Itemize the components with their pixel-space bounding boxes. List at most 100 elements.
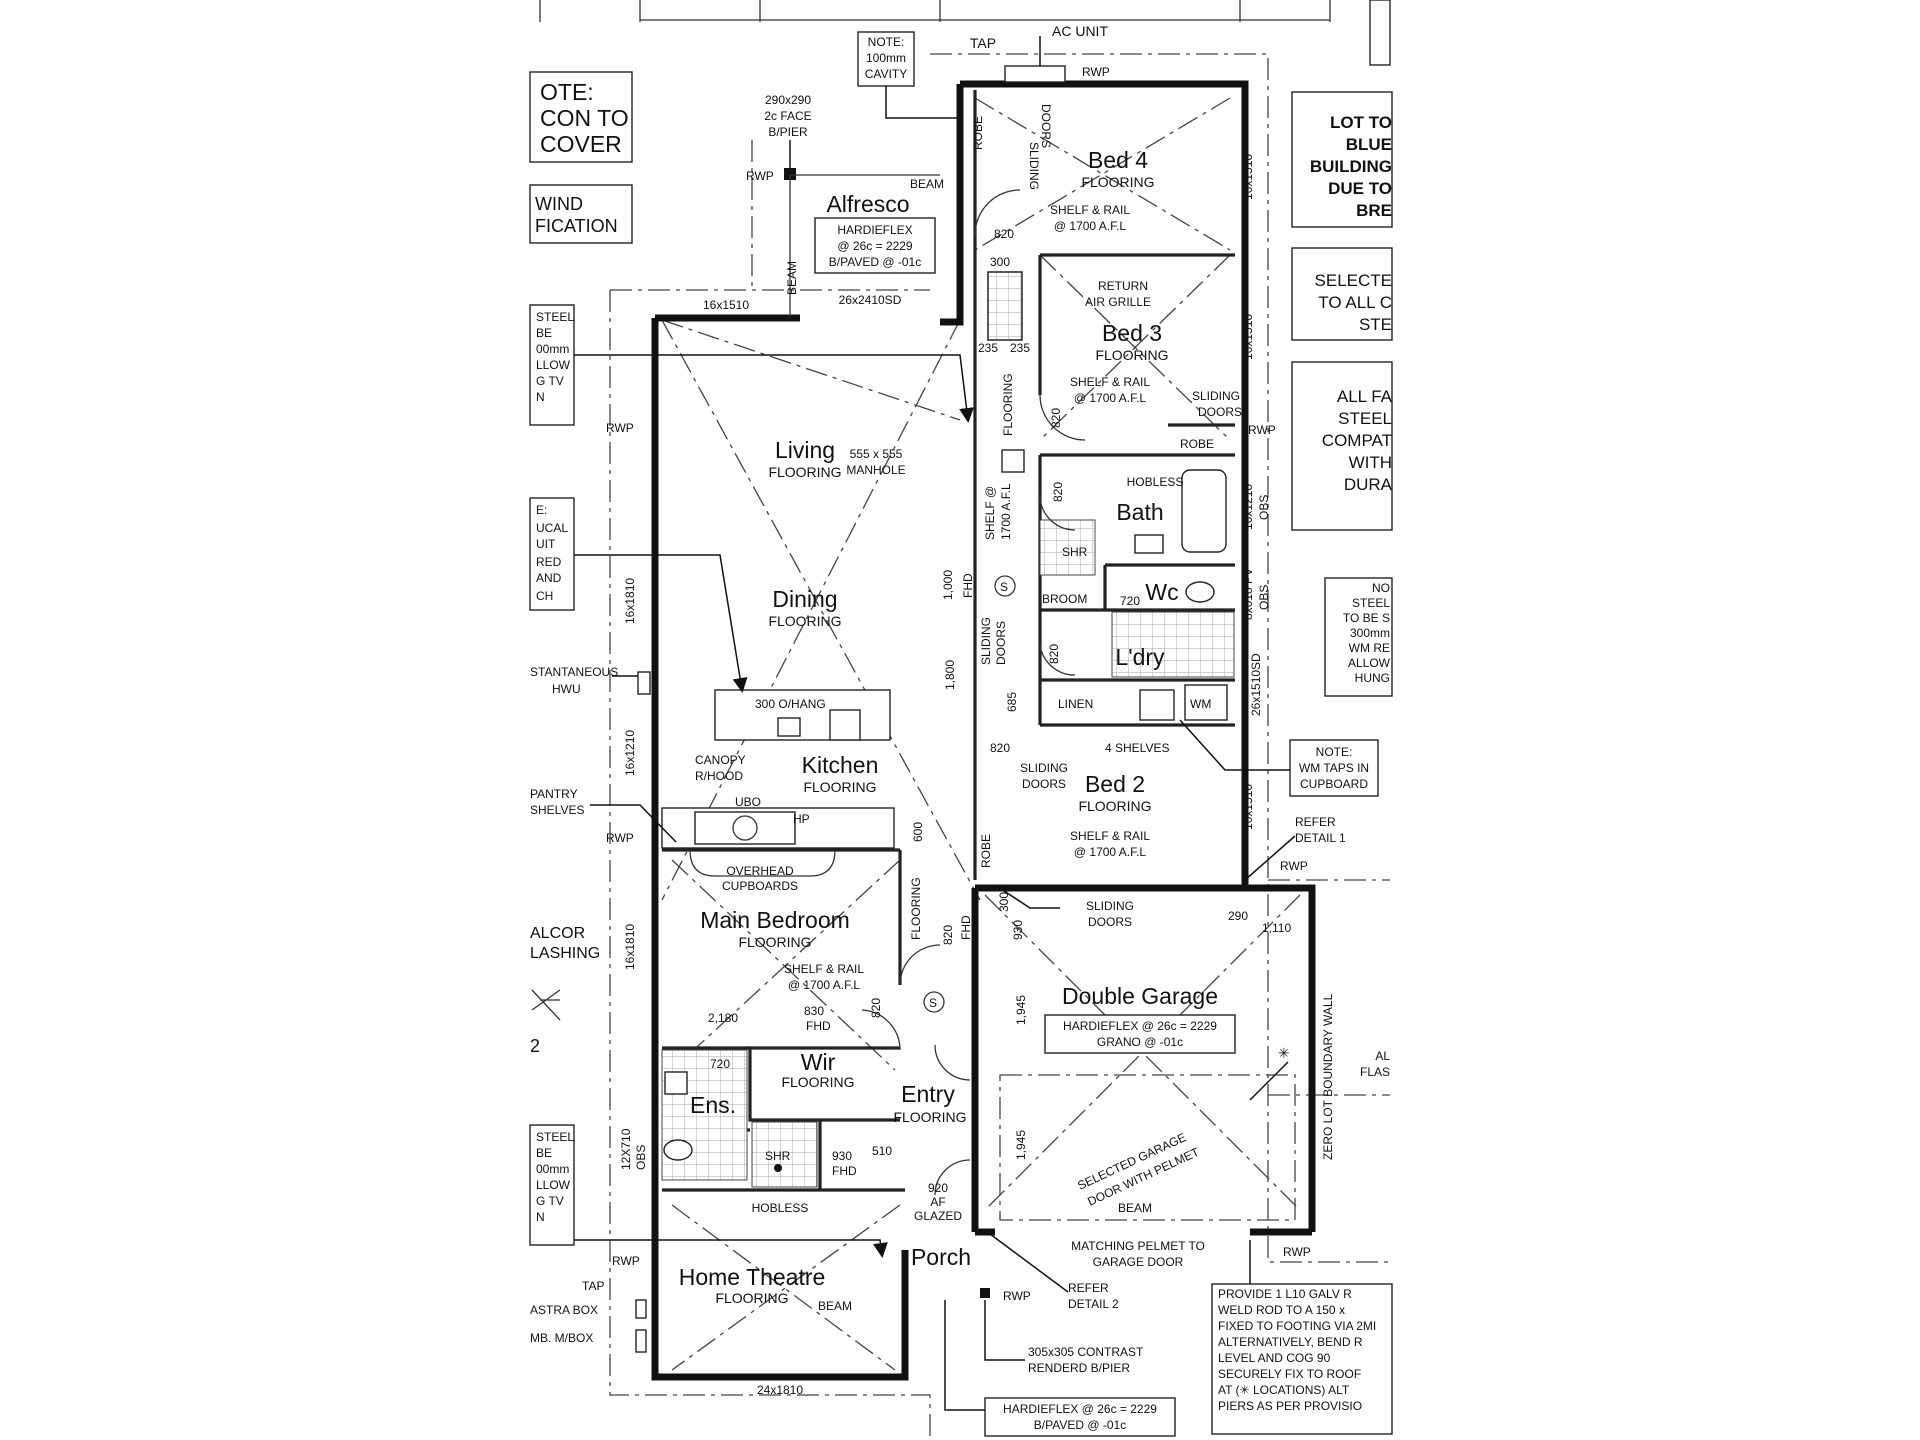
toilet-icon xyxy=(1185,581,1215,603)
win-26x1510sd: 26x1510SD xyxy=(1249,653,1263,716)
robe-bed3-label: ROBE xyxy=(1180,437,1214,451)
bed4-shelf-2: @ 1700 A.F.L xyxy=(1054,219,1127,233)
room-bed3-floor: FLOORING xyxy=(1095,347,1168,363)
trough-icon xyxy=(1139,689,1175,721)
dim-fhd-2: FHD xyxy=(959,915,973,940)
kitchen-island xyxy=(714,689,891,741)
garage-spec-2: GRANO @ -01c xyxy=(1097,1035,1183,1049)
rwp-porch: RWP xyxy=(1003,1289,1031,1303)
dim-820-bed3: 820 xyxy=(1049,408,1063,428)
dim-2180: 2,180 xyxy=(708,1011,738,1025)
kitchen-fittings xyxy=(661,689,895,877)
room-bed4-floor: FLOORING xyxy=(1081,174,1154,190)
room-ldry-name: L'dry xyxy=(1115,644,1165,670)
left-note1-2: CON TO xyxy=(540,105,629,131)
galv-note-5: LEVEL AND COG 90 xyxy=(1218,1351,1331,1365)
bed3-sliding-1: SLIDING xyxy=(1192,389,1240,403)
dim-510: 510 xyxy=(872,1144,892,1158)
garage-sliding-1: SLIDING xyxy=(1086,899,1134,913)
room-diagonals xyxy=(661,97,1301,1371)
room-bed2-name: Bed 2 xyxy=(1085,771,1145,797)
win-16x1210-bath: 16x1210 xyxy=(1241,484,1255,530)
door-swings xyxy=(861,189,1086,1196)
right-steel-3: TO BE S xyxy=(1343,611,1390,625)
left-steel2-1: STEEL xyxy=(536,1130,574,1144)
dim-300-grille: 300 xyxy=(990,255,1010,269)
room-living-floor: FLOORING xyxy=(768,464,841,480)
room-wc-name: Wc xyxy=(1145,579,1178,605)
svg-text:S: S xyxy=(1000,580,1008,594)
return-air-1: RETURN xyxy=(1098,279,1148,293)
right-lot-1: LOT TO xyxy=(1330,113,1392,132)
dim-820-bed2: 820 xyxy=(990,741,1010,755)
room-entry-name: Entry xyxy=(901,1081,955,1107)
sliding-door-top-label: 26x2410SD xyxy=(839,293,902,307)
four-shelves-label: 4 SHELVES xyxy=(1105,741,1169,755)
galv-note-7: AT (✳ LOCATIONS) ALT xyxy=(1218,1383,1350,1397)
room-home-theatre-floor: FLOORING xyxy=(715,1290,788,1306)
dim-830: 830 xyxy=(804,1004,824,1018)
dim-fhd-3: FHD xyxy=(806,1019,831,1033)
bed4-sliding-2: DOORS xyxy=(1039,104,1053,148)
alfresco-spec-1: HARDIEFLEX xyxy=(837,223,912,237)
meter-box-label: MB. M/BOX xyxy=(530,1331,593,1345)
garage-spec-1: HARDIEFLEX @ 26c = 2229 xyxy=(1063,1019,1217,1033)
dim-1800: 1,800 xyxy=(943,660,957,690)
bed3-shelf-2: @ 1700 A.F.L xyxy=(1074,391,1147,405)
dim-1945-b: 1,945 xyxy=(1014,1130,1028,1160)
beam-garage-label: BEAM xyxy=(1118,1201,1152,1215)
room-dining-name: Dining xyxy=(772,586,837,612)
dim-685: 685 xyxy=(1005,692,1019,712)
right-fa-2: STEEL xyxy=(1338,409,1392,428)
right-select-1: SELECTE xyxy=(1315,271,1392,290)
right-steel-2: STEEL xyxy=(1352,596,1390,610)
dim-930-ens: 930 xyxy=(832,1149,852,1163)
room-double-garage-name: Double Garage xyxy=(1062,983,1218,1009)
ens-shr: SHR xyxy=(765,1149,791,1163)
win-16x1810-main: 16x1810 xyxy=(623,924,637,970)
vanity-basin-icon xyxy=(1134,534,1164,554)
manhole-icon xyxy=(1001,449,1025,473)
tap-left-label: TAP xyxy=(582,1279,604,1293)
pier-note-3: B/PIER xyxy=(768,125,808,139)
right-lot-4: DUE TO xyxy=(1328,179,1392,198)
room-kitchen-name: Kitchen xyxy=(802,752,879,778)
broom-label: BROOM xyxy=(1042,592,1087,606)
cavity-note-2: 100mm xyxy=(866,51,906,65)
robe-bed2-label: ROBE xyxy=(979,834,993,868)
porch-spec-2: B/PAVED @ -01c xyxy=(1034,1418,1126,1432)
bathroom-fittings xyxy=(1039,469,1227,603)
bath-shr: SHR xyxy=(1062,545,1088,559)
dim-fhd-1: FHD xyxy=(961,573,975,598)
right-fa-3: COMPAT xyxy=(1322,431,1392,450)
wm-note-3: CUPBOARD xyxy=(1300,777,1368,791)
right-fa-4: WITH xyxy=(1349,453,1392,472)
svg-text:S: S xyxy=(929,996,937,1010)
rwp-refer1: RWP xyxy=(1280,859,1308,873)
galv-note-3: FIXED TO FOOTING VIA 2MI xyxy=(1218,1319,1376,1333)
ensuite-shower xyxy=(751,1121,818,1188)
rwp-alfresco-label: RWP xyxy=(746,169,774,183)
bath-hobless: HOBLESS xyxy=(1127,475,1184,489)
hp-label: HP xyxy=(793,812,810,826)
right-steel-6: ALLOW xyxy=(1348,656,1391,670)
galv-note-4: ALTERNATIVELY, BEND R xyxy=(1218,1335,1363,1349)
zero-lot-label: ZERO LOT BOUNDARY WALL xyxy=(1321,993,1335,1160)
dim-300-garage: 300 xyxy=(997,892,1011,912)
flooring-vertical-entry: FLOORING xyxy=(909,877,923,940)
dim-1110: 1,110 xyxy=(1262,921,1291,935)
pantry-2: SHELVES xyxy=(530,803,584,817)
rwp-left-2: RWP xyxy=(606,831,634,845)
bed3-sliding-2: DOORS xyxy=(1198,405,1242,419)
win-12x710-ens: 12X710 xyxy=(619,1128,633,1170)
wm-label: WM xyxy=(1190,697,1211,711)
hwu-1: STANTANEOUS xyxy=(530,665,618,679)
ensuite-basin-icon xyxy=(664,1071,688,1095)
right-al-2: FLAS xyxy=(1360,1065,1390,1079)
refer1-1: REFER xyxy=(1295,815,1336,829)
left-steel1-1: STEEL xyxy=(536,310,574,324)
ens-hobless: HOBLESS xyxy=(752,1201,809,1215)
right-fa-5: DURA xyxy=(1344,475,1393,494)
bed4-shelf-1: SHELF & RAIL xyxy=(1050,203,1130,217)
dim-820-bath: 820 xyxy=(1051,482,1065,502)
